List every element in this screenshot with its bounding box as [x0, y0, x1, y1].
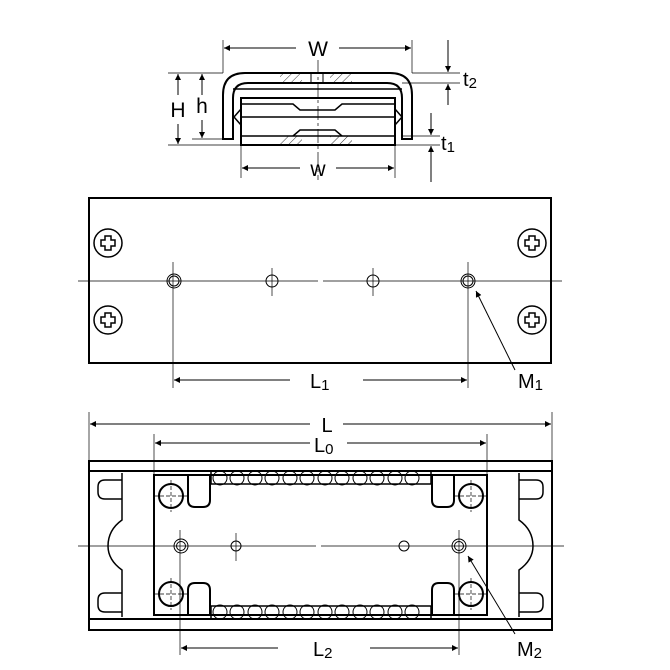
label-H: H [170, 99, 185, 122]
label-L2: L2 [313, 639, 332, 662]
end-block-left [107, 473, 123, 617]
stopper [431, 475, 455, 508]
bottom-view: L L0 [78, 412, 564, 662]
label-h: h [196, 95, 208, 118]
label-w: w [309, 158, 326, 181]
carriage [153, 474, 488, 616]
stopper [431, 582, 455, 615]
corner-bolt [154, 480, 188, 512]
lower-rail [88, 618, 553, 631]
label-W: W [308, 38, 328, 61]
label-L0: L0 [314, 435, 333, 458]
end-block-right [518, 473, 534, 617]
upper-rail [88, 460, 553, 472]
roller-cage-top [210, 470, 432, 486]
mount-hole-M1 [166, 273, 182, 289]
end-section-view: W w H h t2 t1 [168, 38, 477, 182]
corner-bolt [154, 578, 188, 610]
label-t1: t1 [441, 133, 455, 156]
screw-icon [517, 305, 547, 335]
label-t2: t2 [463, 69, 477, 92]
hole [398, 540, 410, 552]
roller-cage-bottom [210, 604, 432, 620]
stopper [187, 475, 211, 508]
screw-icon [517, 228, 547, 258]
outer-rail [222, 72, 413, 140]
stopper [187, 582, 211, 615]
inner-rail [240, 97, 396, 146]
screw-icon [93, 228, 123, 258]
top-view: L1 M1 [78, 197, 562, 394]
label-L: L [321, 415, 332, 437]
corner-bolt [454, 480, 488, 512]
label-M2: M2 [517, 639, 542, 662]
screw-icon [93, 305, 123, 335]
label-M1: M1 [518, 371, 543, 394]
mount-hole-M2 [173, 538, 189, 554]
top-plate [88, 197, 552, 364]
label-L1: L1 [310, 371, 329, 394]
